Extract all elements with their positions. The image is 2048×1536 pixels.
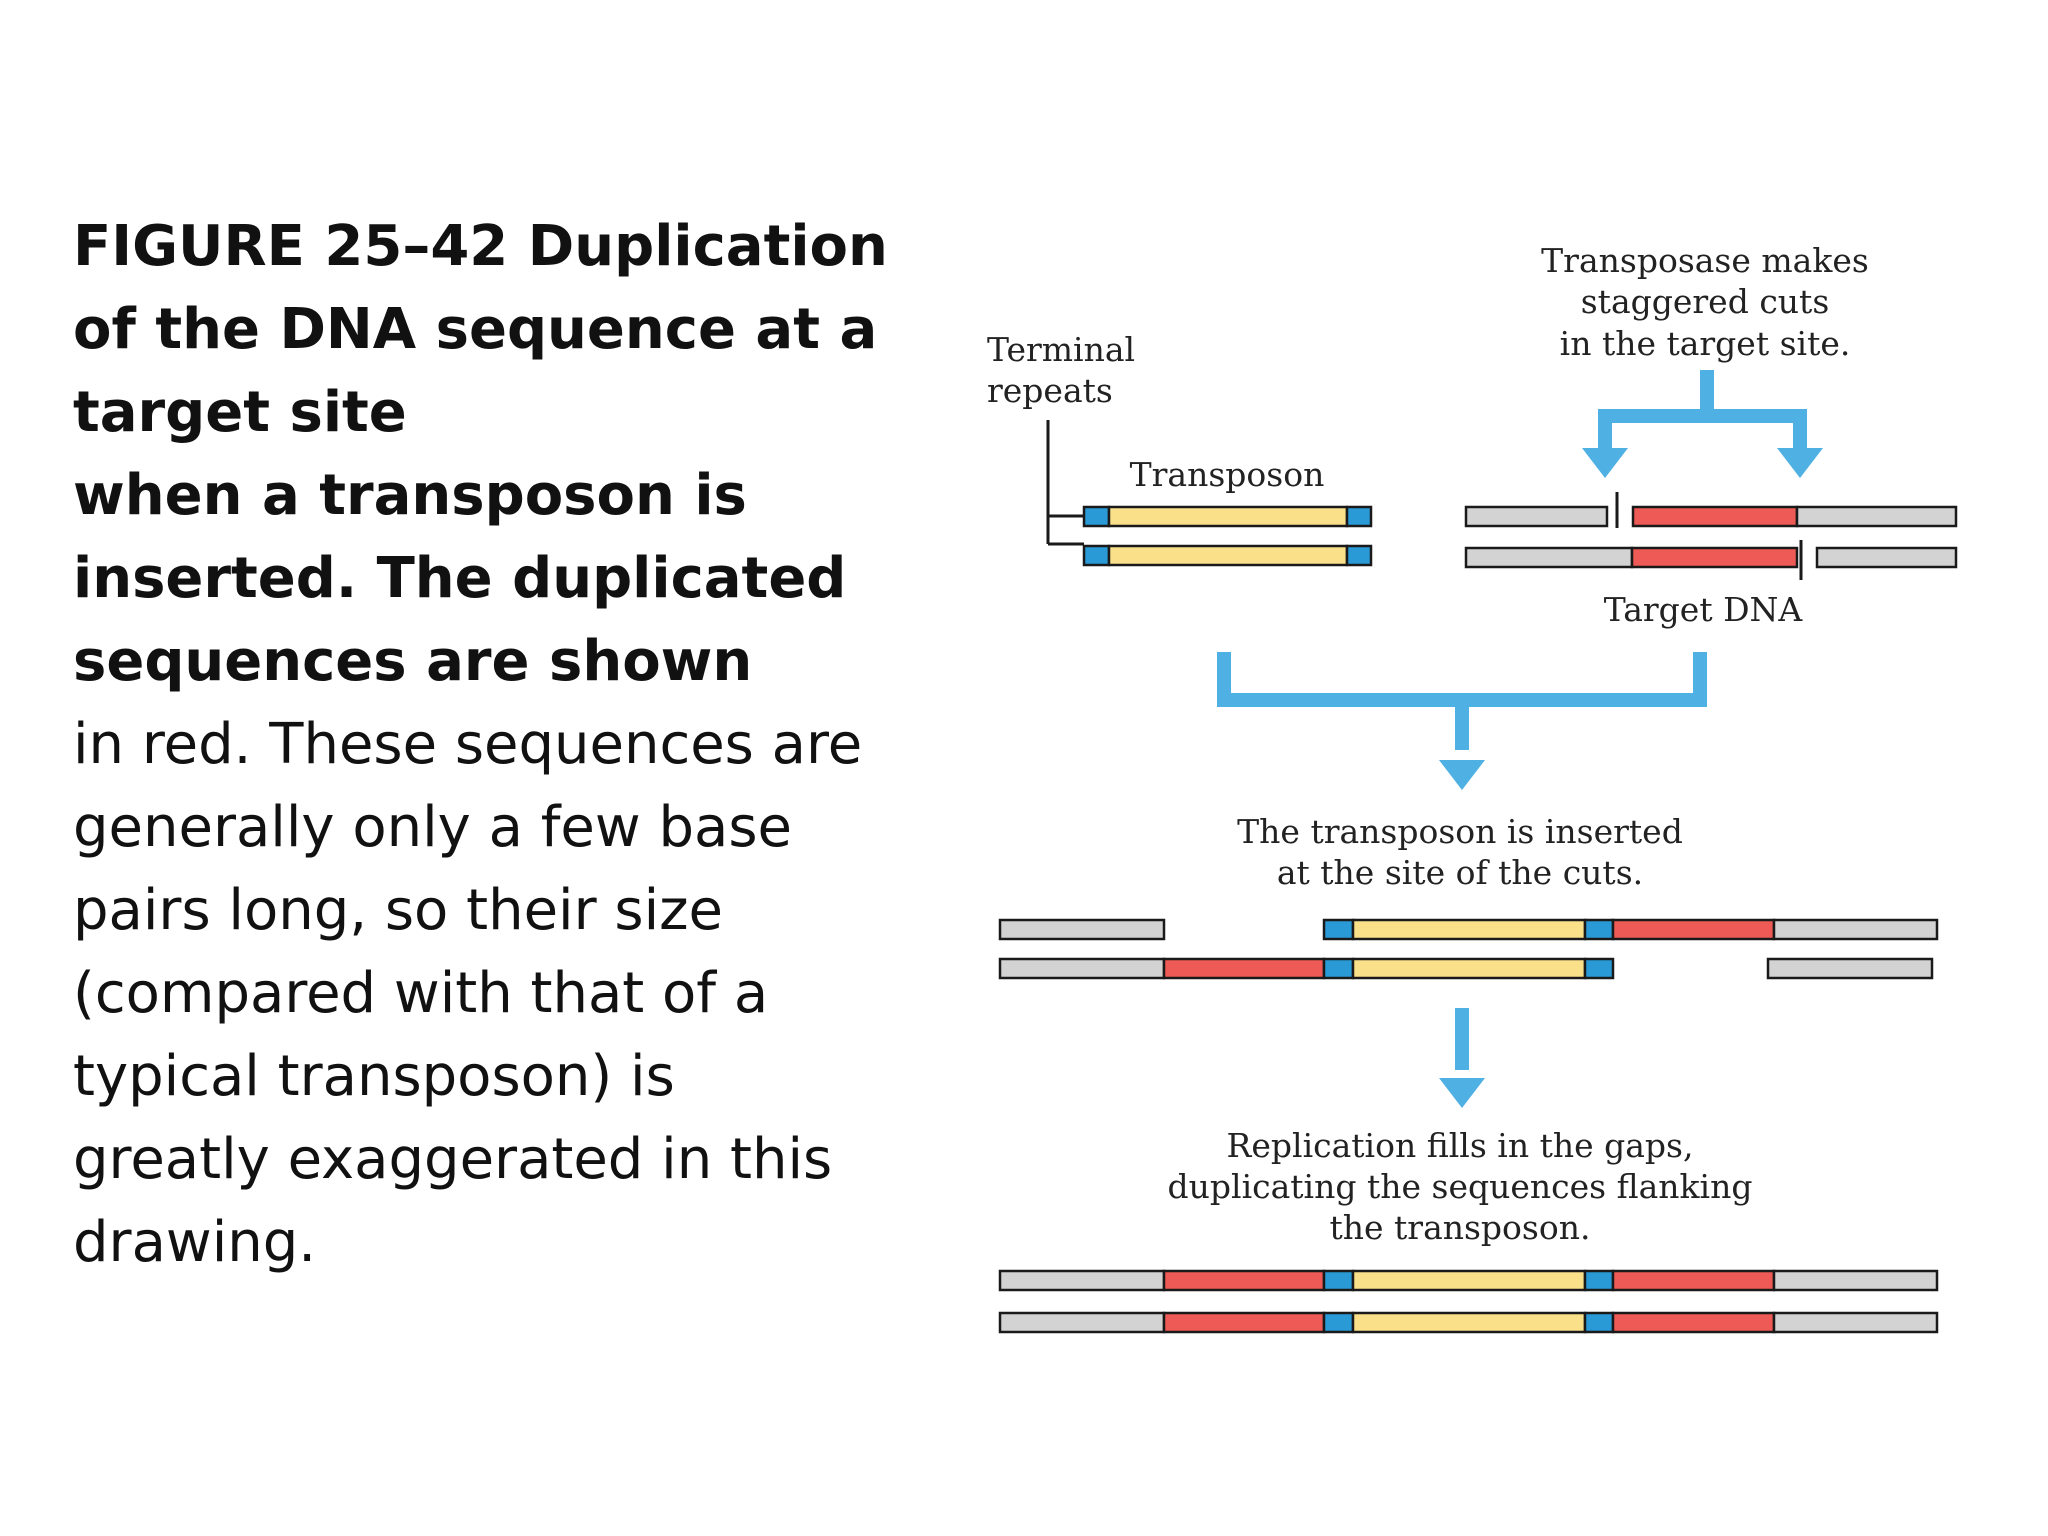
caption-line: greatly exaggerated in this [73,1127,833,1192]
transposon-label: Transposon [1130,455,1325,494]
target-dna-segment [998,1311,1166,1334]
merge-arrow [1217,652,1707,707]
terminal-repeat-segment [1082,505,1111,528]
arrowhead-icon [1777,448,1823,478]
caption-line: in red. These sequences are [73,712,863,777]
caption-line: when a transposon is [73,463,747,528]
caption-line: generally only a few base [73,795,792,860]
duplicated-sequence-segment [1611,1311,1776,1334]
target-dna-segment [1464,546,1634,569]
transposase-arrow [1707,409,1807,448]
target-dna-segment [998,957,1166,980]
terminal-repeat-segment [1082,544,1111,567]
transposase-arrow [1598,370,1714,448]
transposon-segment [1351,1311,1587,1334]
arrowhead-icon [1582,448,1628,478]
terminal-repeat-segment [1345,505,1373,528]
duplicated-sequence-segment [1162,1311,1326,1334]
transposase-label-line3: in the target site. [1560,324,1851,363]
terminal-repeat-segment [1583,1311,1615,1334]
target-dna-segment [1772,918,1939,941]
transposon-segment [1107,544,1349,567]
terminal-repeat-segment [1322,957,1355,980]
caption-line: sequences are shown [73,629,753,694]
terminal-repeat-segment [1322,1311,1355,1334]
transposon-insertion-diagram: Terminal repeats Transposon Transposase … [960,200,2020,1350]
arrowhead-icon [1439,760,1485,790]
arrowhead-icon [1439,1078,1485,1108]
terminal-repeat-segment [1583,918,1615,941]
caption-line: inserted. The duplicated [73,546,847,611]
caption-line: drawing. [73,1210,317,1275]
target-dna-segment [1766,957,1934,980]
target-dna-segment [1772,1311,1939,1334]
target-dna-segment [998,1269,1166,1292]
caption-line: target site [73,380,407,445]
caption-line: pairs long, so their size [73,878,723,943]
target-dna-segment [998,918,1166,941]
transposon-segment [1351,957,1587,980]
arrows [1217,370,1823,1108]
caption-line: of the DNA sequence at a [73,297,878,362]
duplicated-sequence-segment [1631,505,1799,528]
target-dna-segment [1815,546,1958,569]
terminal-repeat-segment [1322,918,1355,941]
transposase-label-line1: Transposase makes [1541,241,1869,280]
target-dna-label: Target DNA [1604,590,1804,629]
transposase-label-line2: staggered cuts [1581,282,1830,321]
terminal-repeats-label-line2: repeats [987,371,1113,410]
target-dna-segment [1464,505,1609,528]
replication-label-line1: Replication fills in the gaps, [1227,1126,1694,1165]
duplicated-sequence-segment [1162,957,1326,980]
diagram-canvas: Terminal repeats Transposon Transposase … [987,241,1958,1334]
caption-line: typical transposon) is [73,1044,675,1109]
duplicated-sequence-segment [1611,918,1776,941]
inserted-label-line1: The transposon is inserted [1237,812,1683,851]
terminal-repeats-label-line1: Terminal [987,330,1135,369]
figure-caption: FIGURE 25–42 Duplication of the DNA sequ… [73,205,888,1305]
dna-strands [998,420,1958,1334]
duplicated-sequence-segment [1162,1269,1326,1292]
terminal-repeat-segment [1583,1269,1615,1292]
transposon-segment [1351,918,1587,941]
inserted-label-line2: at the site of the cuts. [1277,853,1643,892]
transposon-segment [1107,505,1349,528]
replication-label-line3: the transposon. [1330,1208,1591,1247]
target-dna-segment [1772,1269,1939,1292]
duplicated-sequence-segment [1611,1269,1776,1292]
target-dna-segment [1795,505,1958,528]
replication-label-line2: duplicating the sequences flanking [1168,1167,1753,1206]
transposon-segment [1351,1269,1587,1292]
terminal-repeat-segment [1322,1269,1355,1292]
caption-line: FIGURE 25–42 Duplication [73,214,888,279]
duplicated-sequence-segment [1630,546,1799,569]
terminal-repeat-segment [1345,544,1373,567]
caption-line: (compared with that of a [73,961,769,1026]
terminal-repeat-segment [1583,957,1615,980]
